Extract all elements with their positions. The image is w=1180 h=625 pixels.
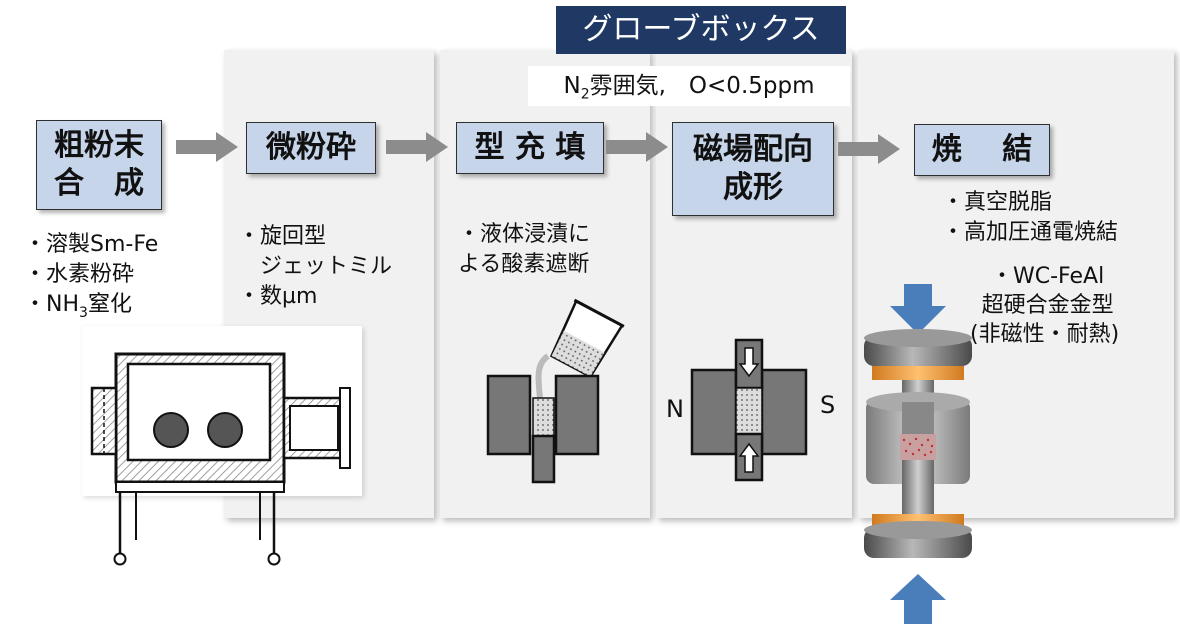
note-nh3-sub: 3	[79, 305, 88, 321]
note-nh3-post: 窒化	[87, 292, 132, 317]
notes-sintering: ・真空脱脂 ・高加圧通電焼結	[942, 188, 1118, 248]
mold-filling-illustration	[486, 298, 625, 484]
step-coarse-powder: 粗粉末 合 成	[36, 120, 162, 210]
flow-arrow-2	[386, 132, 448, 162]
step-coarse-powder-line2: 合 成	[54, 166, 144, 201]
note-hydrogen-crush: ・水素粉砕	[24, 262, 135, 287]
atmosphere-rest: 雰囲気, O<0.5ppm	[589, 73, 815, 99]
glovebox-banner: グローブボックス	[556, 6, 846, 54]
note-swirl-type: ・旋回型	[238, 224, 327, 249]
step-magnetic-alignment: 磁場配向 成形	[672, 122, 834, 216]
atmosphere-subscript: 2	[580, 86, 590, 103]
note-high-pressure-sinter: ・高加圧通電焼結	[942, 220, 1119, 245]
note-carbide-die: 超硬合金金型	[981, 293, 1114, 318]
note-liquid-immersion: ・液体浸漬に	[458, 222, 591, 247]
atmosphere-n: N	[563, 73, 581, 99]
notes-micro-milling: ・旋回型 ジェットミル ・数µm	[238, 222, 392, 312]
glovebox-illustration	[90, 352, 351, 566]
step-sintering-label: 焼 結	[931, 132, 1033, 167]
notes-mold-filling: ・液体浸漬に よる酸素遮断	[458, 220, 590, 280]
step-magnetic-alignment-line2: 成形	[723, 170, 783, 205]
note-nh3-nitriding: ・NH3窒化	[24, 290, 158, 322]
pole-north: N	[666, 395, 684, 423]
note-wc-feal: ・WC-FeAl	[990, 264, 1105, 289]
note-nonmagnetic-heat: (非磁性・耐熱)	[970, 322, 1120, 347]
note-vacuum-debind: ・真空脱脂	[942, 190, 1053, 215]
atmosphere-label: N2雰囲気, O<0.5ppm	[528, 66, 850, 106]
step-coarse-powder-line1: 粗粉末	[54, 128, 144, 163]
note-nh3-pre: ・NH	[24, 292, 80, 317]
step-sintering: 焼 結	[914, 124, 1050, 176]
note-jet-mill: ジェットミル	[260, 254, 393, 279]
pole-south: S	[820, 391, 836, 419]
step-micro-milling-label: 微粉砕	[266, 130, 356, 165]
notes-die-material: ・WC-FeAl 超硬合金金型 (非磁性・耐熱)	[970, 262, 1119, 349]
sintering-press-illustration	[864, 284, 972, 624]
step-mold-filling-label: 型 充 填	[474, 130, 586, 165]
note-melt-sm-fe: ・溶製Sm-Fe	[24, 232, 159, 257]
note-oxygen-block: よる酸素遮断	[458, 252, 590, 277]
step-micro-milling: 微粉砕	[246, 122, 376, 174]
magnetic-alignment-illustration	[690, 338, 808, 482]
flow-arrow-3	[606, 132, 668, 162]
notes-coarse-powder: ・溶製Sm-Fe ・水素粉砕 ・NH3窒化	[24, 230, 158, 322]
note-size-um: ・数µm	[238, 284, 318, 309]
step-magnetic-alignment-line1: 磁場配向	[693, 132, 813, 167]
flow-arrow-4	[838, 134, 900, 164]
flow-arrow-1	[176, 132, 238, 162]
step-mold-filling: 型 充 填	[456, 122, 604, 174]
